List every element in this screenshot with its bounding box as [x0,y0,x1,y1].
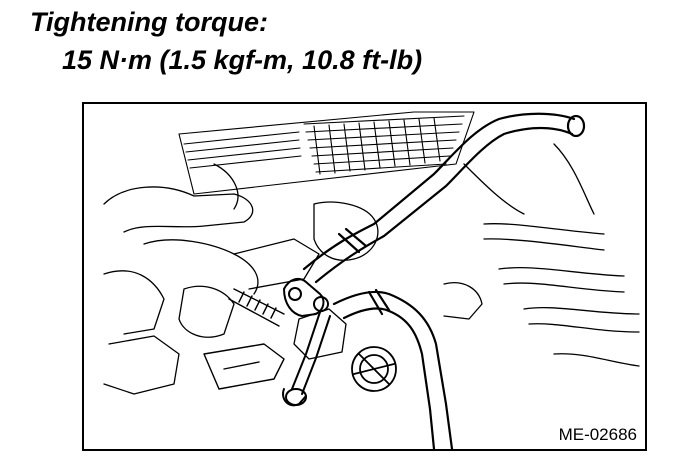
radiator-cap [351,346,397,392]
illustration-frame: ME-02686 [82,102,647,451]
torque-value: 15 N·m (1.5 kgf-m, 10.8 ft-lb) [62,45,423,75]
metal-pipe [282,311,331,407]
radiator-grille [178,111,475,195]
lower-hose [332,288,454,449]
lower-bracket [203,343,285,390]
engine-background [103,143,640,395]
figure-code: ME-02686 [558,425,637,444]
engine-hose-illustration [103,111,640,449]
corrugated-pipe [228,288,285,327]
hose-clamp-bracket [283,277,329,317]
upper-hose [302,112,586,284]
torque-title: Tightening torque: [30,7,268,37]
